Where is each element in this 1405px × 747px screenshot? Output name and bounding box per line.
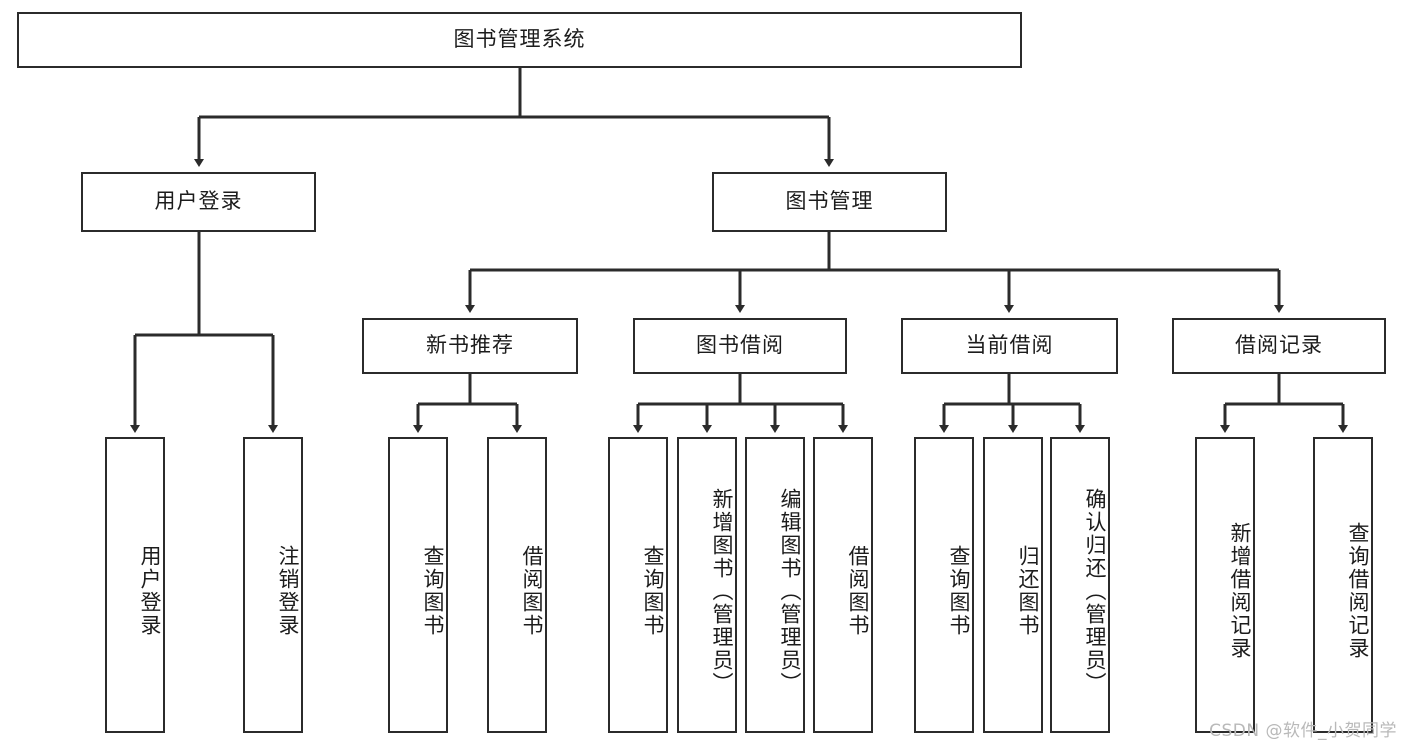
leaf-label: 查询图书 (641, 545, 665, 637)
node-book-manage[interactable]: 图书管理 (712, 172, 947, 232)
leaf-edit-book[interactable]: 编辑图书（管理员） (745, 437, 805, 733)
node-root[interactable]: 图书管理系统 (17, 12, 1022, 68)
node-current-borrow[interactable]: 当前借阅 (901, 318, 1118, 374)
leaf-query-borrow-record[interactable]: 查询借阅记录 (1313, 437, 1373, 733)
leaf-query-book-3[interactable]: 查询图书 (914, 437, 974, 733)
node-book-borrow[interactable]: 图书借阅 (633, 318, 847, 374)
node-borrow-record[interactable]: 借阅记录 (1172, 318, 1386, 374)
leaf-query-book-2[interactable]: 查询图书 (608, 437, 668, 733)
node-user-login[interactable]: 用户登录 (81, 172, 316, 232)
csdn-watermark: CSDN @软件_小贺同学 (1209, 721, 1397, 741)
leaf-user-login[interactable]: 用户登录 (105, 437, 165, 733)
leaf-label: 新增图书（管理员） (710, 487, 734, 695)
leaf-label: 归还图书 (1016, 545, 1040, 637)
leaf-label: 注销登录 (276, 545, 300, 637)
leaf-label: 借阅图书 (520, 545, 544, 637)
leaf-label: 查询图书 (421, 545, 445, 637)
leaf-label: 查询图书 (947, 545, 971, 637)
leaf-query-book-1[interactable]: 查询图书 (388, 437, 448, 733)
leaf-label: 借阅图书 (846, 545, 870, 637)
leaf-borrow-book-2[interactable]: 借阅图书 (813, 437, 873, 733)
leaf-label: 用户登录 (138, 545, 162, 637)
leaf-label: 编辑图书（管理员） (778, 487, 802, 695)
leaf-confirm-return[interactable]: 确认归还（管理员） (1050, 437, 1110, 733)
leaf-add-borrow-record[interactable]: 新增借阅记录 (1195, 437, 1255, 733)
leaf-return-book[interactable]: 归还图书 (983, 437, 1043, 733)
node-new-book-recommend[interactable]: 新书推荐 (362, 318, 578, 374)
leaf-label: 新增借阅记录 (1228, 522, 1252, 660)
leaf-label: 查询借阅记录 (1346, 522, 1370, 660)
leaf-user-logout[interactable]: 注销登录 (243, 437, 303, 733)
leaf-label: 确认归还（管理员） (1083, 487, 1107, 695)
leaf-borrow-book-1[interactable]: 借阅图书 (487, 437, 547, 733)
leaf-add-book[interactable]: 新增图书（管理员） (677, 437, 737, 733)
